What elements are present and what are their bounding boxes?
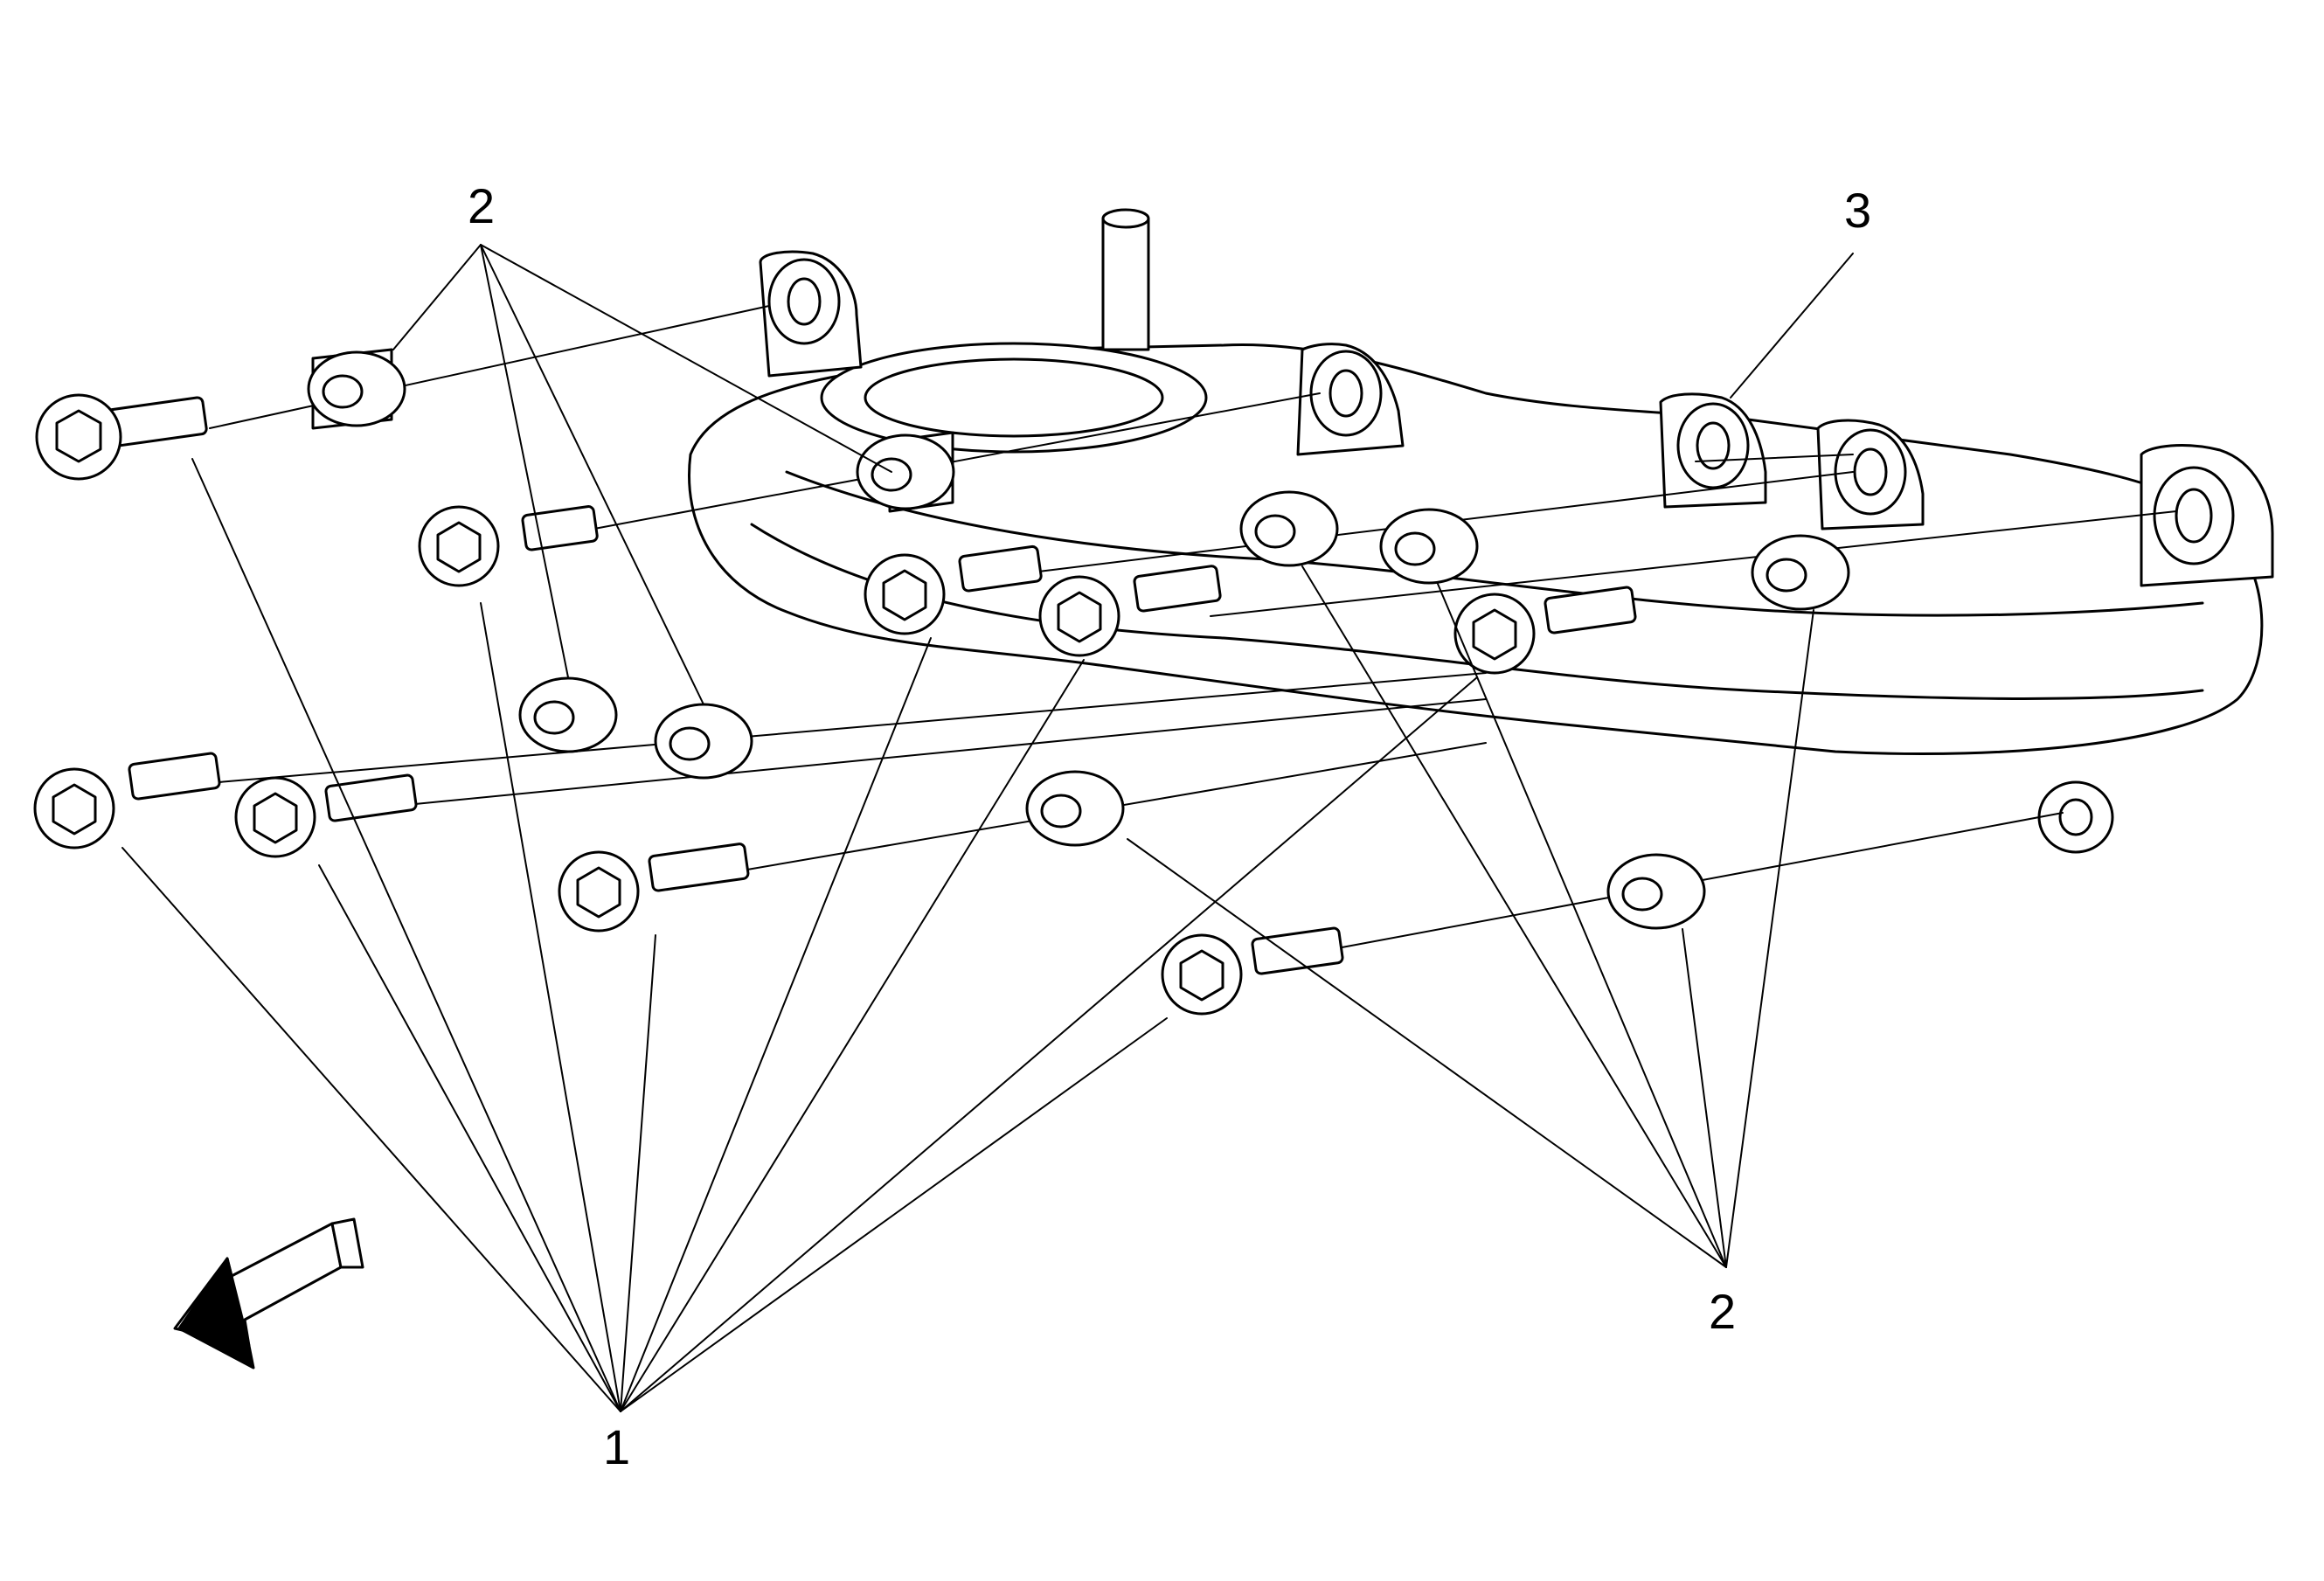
- manifold-ears: [759, 250, 2274, 854]
- bolt: [1161, 926, 1344, 1016]
- bolts: [33, 393, 1637, 1016]
- spacer: [307, 348, 406, 430]
- bolt: [1038, 565, 1222, 657]
- callout-bolts: 1: [603, 1419, 630, 1474]
- bolt: [33, 752, 221, 849]
- spacer: [1606, 853, 1706, 930]
- leader-lines-spacers-bottom: [1127, 565, 1814, 1268]
- leader-line-manifold: [1730, 253, 1854, 399]
- spacer: [1025, 770, 1125, 847]
- callout-spacers-top: 2: [468, 178, 495, 233]
- spacer: [1751, 534, 1850, 611]
- outlet-flange: [820, 342, 1208, 454]
- leader-lines-bolts: [121, 458, 1478, 1412]
- manifold-stud: [1101, 208, 1150, 351]
- callout-manifold: 3: [1844, 183, 1871, 238]
- spacer: [1379, 508, 1479, 585]
- spacers: [307, 348, 1850, 930]
- bolt: [1453, 586, 1637, 675]
- front-direction-arrow-icon: [173, 1217, 364, 1370]
- leader-lines-spacers-top: [392, 244, 892, 705]
- bolt: [558, 843, 750, 933]
- callout-spacers-bottom: 2: [1709, 1284, 1736, 1339]
- spacer: [856, 431, 955, 513]
- bolt: [418, 505, 599, 587]
- spacer: [518, 676, 618, 753]
- spacer: [1239, 490, 1339, 567]
- bolt-axis-lines: [209, 305, 2177, 949]
- bolt: [864, 544, 1043, 635]
- spacer: [654, 703, 753, 780]
- bolt: [35, 393, 208, 481]
- exhaust-manifold: [688, 208, 2274, 854]
- bolt: [234, 773, 418, 858]
